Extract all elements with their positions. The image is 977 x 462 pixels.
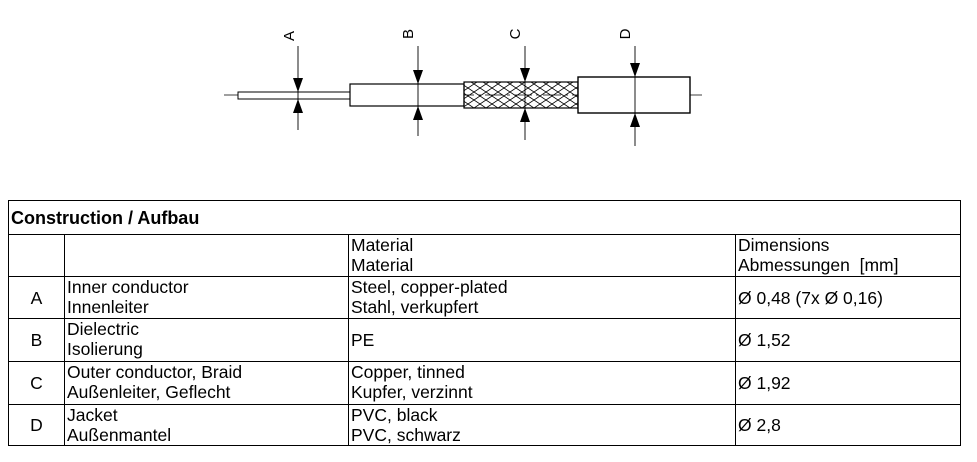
dielectric-shape [349,83,465,107]
dimension-marker-a: A [281,31,303,130]
component-cell: Jacket Außenmantel [64,404,349,446]
dimension-marker-c: C [507,28,530,140]
dimension-label-d: D [617,28,634,39]
construction-table: Construction / Aufbau Material Material … [7,200,962,446]
header-material-de: Material [351,255,414,275]
dimension-cell: Ø 0,48 (7x Ø 0,16) [734,276,962,319]
material-en: PVC, black [351,405,438,425]
header-id-cell [8,234,65,277]
material-en: Copper, tinned [351,362,465,382]
component-cell: Inner conductor Innenleiter [64,276,349,319]
header-component-cell [64,234,349,277]
braid-shape [463,81,579,109]
header-dimensions-cell: Dimensions Abmessungen [mm] [734,234,962,277]
row-id: C [8,361,65,405]
component-en: Inner conductor [67,277,189,297]
dimension-cell: Ø 1,92 [734,361,962,405]
material-de: PVC, schwarz [351,425,461,445]
material-de: Stahl, verkupfert [351,297,479,317]
table-title: Construction / Aufbau [7,200,962,235]
dimension-label-b: B [400,29,417,39]
component-en: Dielectric [67,319,139,339]
table-row: B Dielectric Isolierung PE Ø 1,52 [8,318,962,362]
material-en: Steel, copper-plated [351,277,508,297]
component-de: Innenleiter [67,297,149,317]
dimension-cell: Ø 1,52 [734,318,962,362]
table-row: A Inner conductor Innenleiter Steel, cop… [8,276,962,319]
table-row: C Outer conductor, Braid Außenleiter, Ge… [8,361,962,405]
material-de: Kupfer, verzinnt [351,382,473,402]
component-cell: Outer conductor, Braid Außenleiter, Gefl… [64,361,349,405]
component-de: Isolierung [67,339,143,359]
dimension-label-a: A [281,31,298,41]
row-id: D [8,404,65,446]
table-header-row: Material Material Dimensions Abmessungen… [8,234,962,277]
dimension-marker-b: B [400,29,423,136]
material-cell: PE [348,318,736,362]
component-en: Outer conductor, Braid [67,362,243,382]
dimension-label-c: C [507,28,524,39]
dimension-marker-d: D [617,28,640,146]
header-dimensions-de: Abmessungen [mm] [738,255,899,275]
material-cell: PVC, black PVC, schwarz [348,404,736,446]
jacket-shape [577,76,691,114]
material-cell: Copper, tinned Kupfer, verzinnt [348,361,736,405]
cable-cross-section-drawing: A B C D [224,28,702,146]
material-cell: Steel, copper-plated Stahl, verkupfert [348,276,736,319]
row-id: A [8,276,65,319]
header-material-cell: Material Material [348,234,736,277]
component-de: Außenmantel [67,425,172,445]
table-row: D Jacket Außenmantel PVC, black PVC, sch… [8,404,962,446]
component-de: Außenleiter, Geflecht [67,382,231,402]
component-en: Jacket [67,405,118,425]
header-material-en: Material [351,235,414,255]
component-cell: Dielectric Isolierung [64,318,349,362]
inner-conductor-shape [237,91,351,100]
header-dimensions-en: Dimensions [738,235,830,255]
dimension-cell: Ø 2,8 [734,404,962,446]
row-id: B [8,318,65,362]
